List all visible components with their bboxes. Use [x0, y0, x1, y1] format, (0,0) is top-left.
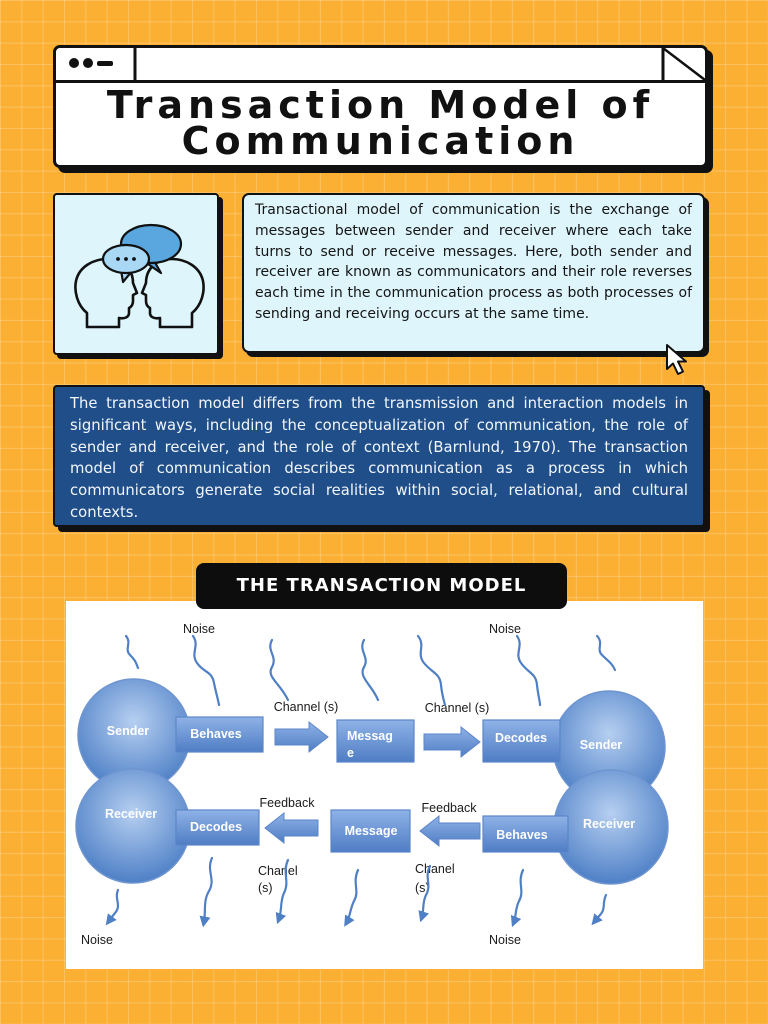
title-window-bar	[56, 48, 705, 83]
transaction-model-diagram: Sender Receiver Sender Receiver Behaves …	[66, 601, 703, 969]
top-message-label-line1: Messag	[347, 729, 393, 743]
noise-arrow-bottom	[199, 856, 214, 928]
right-receiver-label: Receiver	[583, 817, 635, 831]
noise-arrow-bottom	[418, 864, 432, 923]
corner-fold-icon	[661, 48, 705, 80]
page-title-line: Transaction Model of	[106, 83, 655, 127]
left-sender-label: Sender	[107, 724, 150, 738]
noise-wave-top	[595, 634, 617, 672]
noise-wave-top	[124, 634, 140, 670]
feedback-label-right: Feedback	[422, 801, 478, 815]
diagram-canvas: Sender Receiver Sender Receiver Behaves …	[75, 622, 669, 947]
bottom-message-label: Message	[345, 824, 398, 838]
left-receiver-label: Receiver	[105, 807, 157, 821]
page-title-line: Communication	[181, 119, 580, 163]
chanel-label-left-line2: (s)	[258, 881, 273, 895]
intro-text-card: Transactional model of communication is …	[242, 193, 705, 353]
chanel-label-right-line2: (s)	[415, 881, 430, 895]
conversation-icon-card	[53, 193, 219, 355]
title-window: Transaction Model of Communication	[53, 45, 708, 168]
bottom-arrow-1	[264, 811, 319, 845]
two-heads-talking-icon	[74, 223, 205, 329]
noise-label-top-right: Noise	[489, 622, 521, 636]
top-message-label-line2: e	[347, 746, 354, 760]
details-text-card: The transaction model differs from the t…	[53, 385, 705, 527]
noise-arrow-bottom	[510, 868, 525, 928]
top-behaves-box	[175, 716, 264, 753]
channel-label-right: Channel (s)	[425, 701, 490, 715]
right-sender-label: Sender	[580, 738, 623, 752]
left-receiver-circle	[75, 768, 191, 884]
top-arrow-1	[274, 720, 329, 754]
bottom-behaves-box	[482, 815, 569, 853]
noise-wave-top	[269, 638, 290, 702]
intro-paragraph: Transactional model of communication is …	[255, 202, 692, 322]
noise-label-top-left: Noise	[183, 622, 215, 636]
bottom-decodes-label: Decodes	[190, 820, 242, 834]
cursor-arrow-icon	[666, 344, 687, 375]
noise-wave-top	[361, 638, 380, 702]
top-arrow-2	[423, 725, 481, 759]
noise-arrow-bottom	[591, 893, 608, 926]
bottom-message-box	[330, 809, 411, 853]
noise-label-bottom-right: Noise	[489, 933, 521, 947]
bottom-behaves-label: Behaves	[496, 828, 547, 842]
window-controls-icon	[69, 48, 705, 80]
chanel-label-right-line1: Chanel	[415, 862, 455, 876]
noise-wave-top	[191, 634, 221, 707]
channel-label-left: Channel (s)	[274, 700, 339, 714]
feedback-label-left: Feedback	[260, 796, 316, 810]
noise-arrow-bottom	[105, 888, 120, 926]
section-label: THE TRANSACTION MODEL	[196, 563, 567, 609]
noise-label-bottom-left: Noise	[81, 933, 113, 947]
details-paragraph: The transaction model differs from the t…	[70, 395, 688, 521]
noise-arrow-bottom	[344, 868, 360, 927]
top-behaves-label: Behaves	[190, 727, 241, 741]
chanel-label-left-line1: Chanel	[258, 864, 298, 878]
noise-arrow-bottom	[275, 858, 290, 925]
page-title: Transaction Model of Communication	[56, 83, 705, 163]
bottom-arrow-2	[419, 814, 481, 848]
top-decodes-label: Decodes	[495, 731, 547, 745]
top-message-box	[336, 719, 415, 763]
noise-wave-top	[515, 634, 542, 707]
noise-wave-top	[416, 634, 447, 707]
bottom-decodes-box	[175, 809, 260, 846]
top-decodes-box	[482, 719, 561, 763]
